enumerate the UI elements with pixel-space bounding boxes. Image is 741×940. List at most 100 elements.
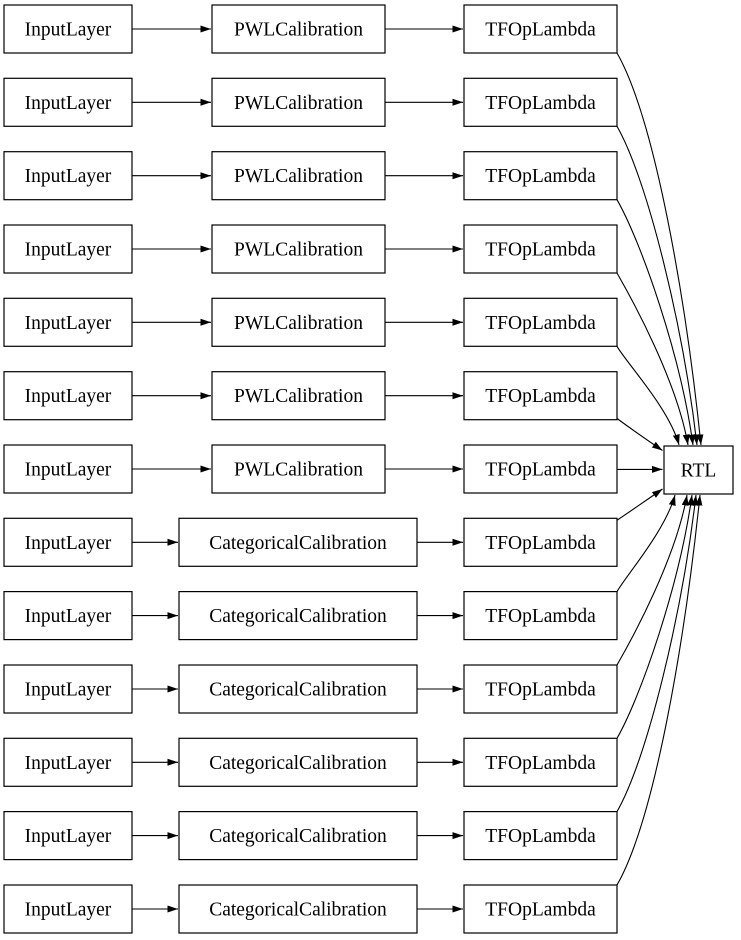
node-input-layer-row7: InputLayer bbox=[3, 444, 133, 494]
node-input-layer-row10-label: InputLayer bbox=[25, 680, 112, 701]
edge-layer bbox=[132, 25, 704, 913]
node-input-layer-row5-box bbox=[3, 297, 133, 347]
node-pwl-calibration-row2: PWLCalibration bbox=[211, 77, 386, 127]
node-pwl-calibration-row7-label: PWLCalibration bbox=[234, 460, 363, 481]
node-tfop-lambda-row5-box bbox=[463, 297, 618, 347]
node-input-layer-row6: InputLayer bbox=[3, 371, 133, 421]
node-categorical-calibration-row12: CategoricalCalibration bbox=[178, 810, 418, 861]
node-tfop-lambda-row7-label: TFOpLambda bbox=[485, 460, 596, 481]
node-input-layer-row6-label: InputLayer bbox=[25, 386, 112, 407]
edge-lambda-to-rtl-row11 bbox=[616, 494, 695, 739]
node-tfop-lambda-row3: TFOpLambda bbox=[463, 151, 618, 201]
node-tfop-lambda-row3-box bbox=[463, 151, 618, 201]
node-categorical-calibration-row11: CategoricalCalibration bbox=[178, 737, 418, 787]
node-categorical-calibration-row11-label: CategoricalCalibration bbox=[209, 753, 387, 774]
node-pwl-calibration-row6-label: PWLCalibration bbox=[234, 386, 363, 407]
edge-lambda-to-rtl-row6 bbox=[616, 418, 663, 451]
node-categorical-calibration-row13-box bbox=[178, 884, 418, 934]
node-input-layer-row2-box bbox=[3, 77, 133, 127]
node-tfop-lambda-row10: TFOpLambda bbox=[463, 664, 618, 714]
node-input-layer-row8-box bbox=[3, 517, 133, 567]
node-pwl-calibration-row1-box bbox=[211, 4, 386, 54]
node-categorical-calibration-row12-box bbox=[178, 810, 418, 861]
node-input-layer-row1-box bbox=[3, 4, 133, 54]
node-input-layer-row9-label: InputLayer bbox=[25, 606, 112, 627]
node-tfop-lambda-row10-label: TFOpLambda bbox=[485, 680, 596, 701]
node-categorical-calibration-row10-box bbox=[178, 664, 418, 714]
node-input-layer-row3-box bbox=[3, 151, 133, 201]
node-pwl-calibration-row4-label: PWLCalibration bbox=[234, 240, 363, 261]
node-input-layer-row12-box bbox=[3, 810, 133, 861]
node-input-layer-row11: InputLayer bbox=[3, 737, 133, 787]
node-input-layer-row5-label: InputLayer bbox=[25, 313, 112, 334]
node-tfop-lambda-row6: TFOpLambda bbox=[463, 371, 618, 421]
node-tfop-lambda-row12-box bbox=[463, 810, 618, 861]
node-input-layer-row10: InputLayer bbox=[3, 664, 133, 714]
node-tfop-lambda-row2: TFOpLambda bbox=[463, 77, 618, 127]
node-tfop-lambda-row12-label: TFOpLambda bbox=[485, 826, 596, 847]
node-input-layer-row2-label: InputLayer bbox=[25, 93, 112, 114]
node-pwl-calibration-row7: PWLCalibration bbox=[211, 444, 386, 494]
node-categorical-calibration-row12-label: CategoricalCalibration bbox=[209, 826, 387, 847]
node-tfop-lambda-row6-box bbox=[463, 371, 618, 421]
node-input-layer-row11-label: InputLayer bbox=[25, 753, 112, 774]
edge-lambda-to-rtl-row12 bbox=[616, 494, 699, 812]
node-pwl-calibration-row6: PWLCalibration bbox=[211, 371, 386, 421]
node-pwl-calibration-row2-label: PWLCalibration bbox=[234, 93, 363, 114]
node-input-layer-row1: InputLayer bbox=[3, 4, 133, 54]
node-tfop-lambda-row11: TFOpLambda bbox=[463, 737, 618, 787]
node-categorical-calibration-row11-box bbox=[178, 737, 418, 787]
edge-lambda-to-rtl-row2 bbox=[616, 126, 700, 446]
node-tfop-lambda-row4-label: TFOpLambda bbox=[485, 240, 596, 261]
node-input-layer-row13: InputLayer bbox=[3, 884, 133, 934]
node-categorical-calibration-row13: CategoricalCalibration bbox=[178, 884, 418, 934]
node-tfop-lambda-row8-label: TFOpLambda bbox=[485, 533, 596, 554]
node-tfop-lambda-row7: TFOpLambda bbox=[463, 444, 618, 494]
node-categorical-calibration-row8: CategoricalCalibration bbox=[178, 517, 418, 567]
node-tfop-lambda-row13-box bbox=[463, 884, 618, 934]
node-tfop-lambda-row4: TFOpLambda bbox=[463, 224, 618, 274]
node-input-layer-row5: InputLayer bbox=[3, 297, 133, 347]
node-tfop-lambda-row1-label: TFOpLambda bbox=[485, 20, 596, 41]
node-tfop-lambda-row8-box bbox=[463, 517, 618, 567]
node-tfop-lambda-row1: TFOpLambda bbox=[463, 4, 618, 54]
node-pwl-calibration-row4: PWLCalibration bbox=[211, 224, 386, 274]
node-tfop-lambda-row9: TFOpLambda bbox=[463, 590, 618, 641]
node-rtl-label: RTL bbox=[681, 461, 717, 482]
node-input-layer-row1-label: InputLayer bbox=[25, 20, 112, 41]
node-categorical-calibration-row9-label: CategoricalCalibration bbox=[209, 606, 387, 627]
edge-lambda-to-rtl-row3 bbox=[616, 199, 696, 446]
node-tfop-lambda-row1-box bbox=[463, 4, 618, 54]
node-pwl-calibration-row4-box bbox=[211, 224, 386, 274]
node-input-layer-row4: InputLayer bbox=[3, 224, 133, 274]
node-tfop-lambda-row7-box bbox=[463, 444, 618, 494]
node-input-layer-row13-label: InputLayer bbox=[25, 900, 112, 921]
edge-lambda-to-rtl-row13 bbox=[616, 494, 703, 886]
node-rtl: RTL bbox=[663, 445, 734, 495]
node-categorical-calibration-row13-label: CategoricalCalibration bbox=[209, 900, 387, 921]
node-tfop-lambda-row8: TFOpLambda bbox=[463, 517, 618, 567]
node-pwl-calibration-row3-box bbox=[211, 151, 386, 201]
node-tfop-lambda-row5: TFOpLambda bbox=[463, 297, 618, 347]
node-tfop-lambda-row9-label: TFOpLambda bbox=[485, 606, 596, 627]
node-tfop-lambda-row13: TFOpLambda bbox=[463, 884, 618, 934]
node-tfop-lambda-row6-label: TFOpLambda bbox=[485, 386, 596, 407]
node-categorical-calibration-row10: CategoricalCalibration bbox=[178, 664, 418, 714]
node-tfop-lambda-row13-label: TFOpLambda bbox=[485, 900, 596, 921]
node-input-layer-row13-box bbox=[3, 884, 133, 934]
node-pwl-calibration-row6-box bbox=[211, 371, 386, 421]
node-pwl-calibration-row1-label: PWLCalibration bbox=[234, 20, 363, 41]
node-input-layer-row7-box bbox=[3, 444, 133, 494]
edge-lambda-to-rtl-row9 bbox=[616, 494, 676, 592]
node-input-layer-row9-box bbox=[3, 590, 133, 641]
node-tfop-lambda-row11-box bbox=[463, 737, 618, 787]
node-pwl-calibration-row5-label: PWLCalibration bbox=[234, 313, 363, 334]
node-tfop-lambda-row3-label: TFOpLambda bbox=[485, 166, 596, 187]
node-input-layer-row10-box bbox=[3, 664, 133, 714]
node-input-layer-row8-label: InputLayer bbox=[25, 533, 112, 554]
node-input-layer-row6-box bbox=[3, 371, 133, 421]
node-pwl-calibration-row3: PWLCalibration bbox=[211, 151, 386, 201]
